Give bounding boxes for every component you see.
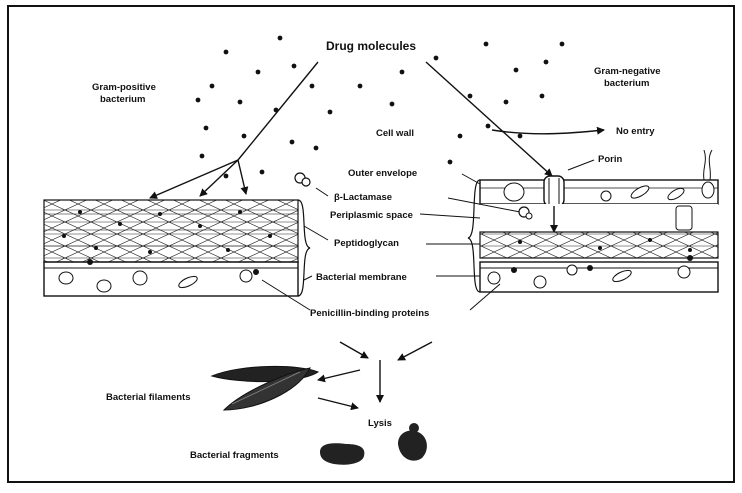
drug-molecule-dots (196, 36, 565, 179)
drug-molecules-label: Drug molecules (326, 39, 416, 53)
cell-wall-label: Cell wall (376, 128, 414, 139)
gram-positive-cell-wall (44, 200, 298, 296)
outer-envelope-label: Outer envelope (348, 168, 417, 179)
beta-lactamase-molecule-icon (295, 173, 310, 186)
bacterial-filaments-label: Bacterial filaments (106, 392, 190, 403)
gram-positive-brace (298, 200, 310, 296)
bacterial-fragments-label: Bacterial fragments (190, 450, 279, 461)
gram-negative-label-line1: Gram-negative (594, 66, 661, 77)
gram-negative-brace (468, 180, 480, 292)
lysis-label: Lysis (368, 418, 392, 429)
gram-negative-cell-wall (480, 150, 718, 292)
penicillin-binding-proteins-label: Penicillin-binding proteins (310, 308, 429, 319)
peptidoglycan-label: Peptidoglycan (334, 238, 399, 249)
periplasmic-space-label: Periplasmic space (330, 210, 413, 221)
bacterial-fragments-shape (320, 423, 427, 465)
gram-negative-label-line2: bacterium (604, 78, 649, 89)
gram-positive-label-line1: Gram-positive (92, 82, 156, 93)
bacterial-filaments-shape (212, 366, 318, 410)
no-entry-label: No entry (616, 126, 655, 137)
porin-label: Porin (598, 154, 622, 165)
porin-channel (544, 176, 564, 206)
gram-positive-label-line2: bacterium (100, 94, 145, 105)
beta-lactamase-label: β-Lactamase (334, 192, 392, 203)
bacterial-membrane-label: Bacterial membrane (316, 272, 407, 283)
